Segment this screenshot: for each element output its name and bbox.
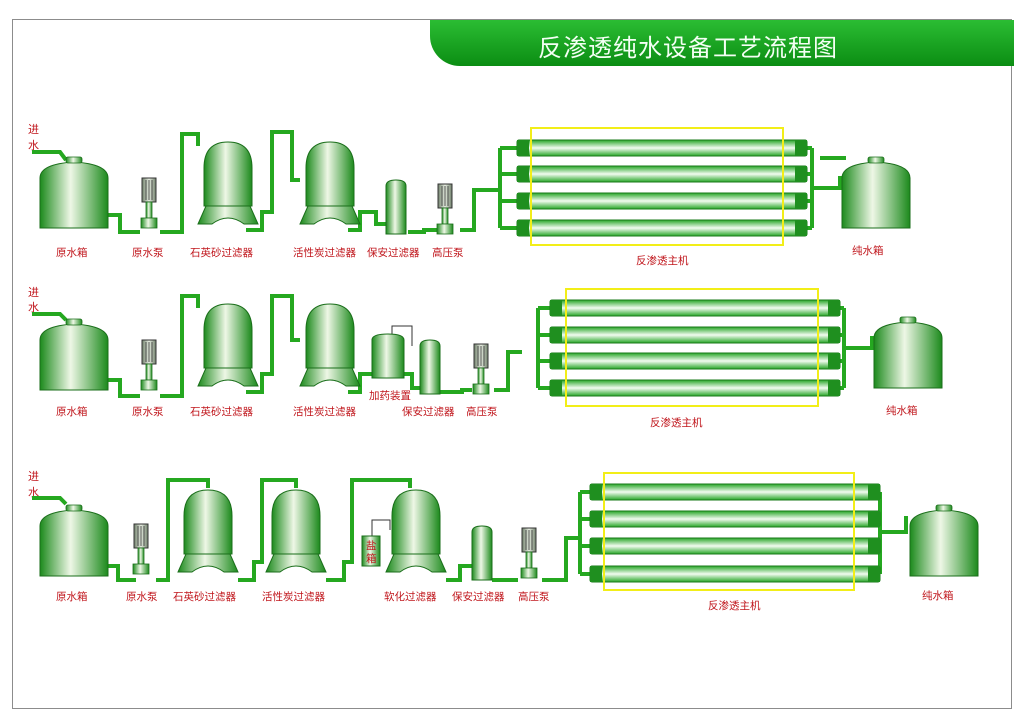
label-security-filter-3: 保安过滤器 bbox=[452, 590, 505, 603]
inlet-label-top-2: 进 bbox=[28, 286, 39, 299]
label-raw-pump-2: 原水泵 bbox=[132, 406, 164, 418]
raw-water-tank-1 bbox=[39, 156, 109, 229]
label-raw-pump-1: 原水泵 bbox=[132, 247, 164, 259]
pure-water-tank-1 bbox=[841, 156, 911, 229]
label-carbon-filter-2: 活性炭过滤器 bbox=[293, 405, 356, 418]
salt-box-label-bottom: 箱 bbox=[366, 552, 377, 565]
quartz-sand-filter-3 bbox=[177, 489, 239, 573]
ro-membrane-3a bbox=[589, 483, 881, 501]
label-raw-tank-2: 原水箱 bbox=[56, 405, 88, 418]
raw-water-tank-2 bbox=[39, 318, 109, 391]
raw-water-tank-3 bbox=[39, 504, 109, 577]
high-pressure-pump-3 bbox=[520, 527, 538, 579]
high-pressure-pump-2 bbox=[472, 343, 490, 395]
security-filter-2 bbox=[419, 339, 441, 395]
ro-unit-frame-2 bbox=[565, 288, 819, 407]
ro-membrane-1c bbox=[516, 192, 808, 210]
ro-membrane-2c bbox=[549, 352, 841, 370]
ro-membrane-3d bbox=[589, 565, 881, 583]
label-hp-pump-2: 高压泵 bbox=[466, 405, 498, 418]
label-carbon-filter-3: 活性炭过滤器 bbox=[262, 590, 325, 603]
salt-box-label-top: 盐 bbox=[366, 539, 377, 552]
ro-membrane-3b bbox=[589, 510, 881, 528]
ro-membrane-1b bbox=[516, 165, 808, 183]
activated-carbon-filter-3 bbox=[265, 489, 327, 573]
ro-membrane-1d bbox=[516, 219, 808, 237]
title-banner: 反渗透纯水设备工艺流程图 bbox=[430, 20, 1014, 66]
ro-unit-frame-1 bbox=[530, 127, 784, 246]
label-carbon-filter-1: 活性炭过滤器 bbox=[293, 246, 356, 259]
quartz-sand-filter-1 bbox=[197, 141, 259, 225]
label-ro-unit-2: 反渗透主机 bbox=[650, 416, 703, 429]
raw-water-pump-3 bbox=[132, 523, 150, 575]
label-dosing-2: 加药装置 bbox=[369, 389, 411, 402]
inlet-label-bottom-2: 水 bbox=[28, 301, 39, 314]
pure-water-tank-3 bbox=[909, 504, 979, 577]
inlet-label-top: 进 bbox=[28, 123, 39, 136]
label-raw-tank-3: 原水箱 bbox=[56, 590, 88, 603]
label-pure-tank-2: 纯水箱 bbox=[886, 404, 918, 417]
label-hp-pump-3: 高压泵 bbox=[518, 590, 550, 603]
dosing-device bbox=[371, 333, 405, 379]
activated-carbon-filter-1 bbox=[299, 141, 361, 225]
activated-carbon-filter-2 bbox=[299, 303, 361, 387]
label-sand-filter-1: 石英砂过滤器 bbox=[190, 246, 253, 259]
label-ro-unit-3: 反渗透主机 bbox=[708, 599, 761, 612]
pure-water-tank-2 bbox=[873, 316, 943, 389]
label-hp-pump-1: 高压泵 bbox=[432, 246, 464, 259]
label-security-filter-1: 保安过滤器 bbox=[367, 246, 420, 259]
diagram-title: 反渗透纯水设备工艺流程图 bbox=[538, 34, 838, 62]
high-pressure-pump-1 bbox=[436, 183, 454, 235]
ro-membrane-2a bbox=[549, 299, 841, 317]
ro-membrane-2b bbox=[549, 326, 841, 344]
diagram-frame bbox=[12, 19, 1012, 709]
process-3: 进 水 盐 箱 原水箱 原水泵 石英砂过滤器 活性炭 bbox=[28, 470, 979, 612]
label-pure-tank-3: 纯水箱 bbox=[922, 589, 954, 602]
inlet-label-bottom-3: 水 bbox=[28, 486, 39, 499]
security-filter-3 bbox=[471, 525, 493, 581]
inlet-label-bottom: 水 bbox=[28, 139, 39, 152]
label-ro-unit-1: 反渗透主机 bbox=[636, 254, 689, 267]
quartz-sand-filter-2 bbox=[197, 303, 259, 387]
ro-membrane-3c bbox=[589, 537, 881, 555]
label-sand-filter-2: 石英砂过滤器 bbox=[190, 405, 253, 418]
raw-water-pump-2 bbox=[140, 339, 158, 391]
label-security-filter-2: 保安过滤器 bbox=[402, 405, 455, 418]
label-sand-filter-3: 石英砂过滤器 bbox=[173, 590, 236, 603]
process-1: 进 水 原水箱 原水泵 石英砂过滤器 活性炭过滤器 保安过滤器 高压泵 反渗 bbox=[28, 123, 911, 267]
ro-membrane-2d bbox=[549, 379, 841, 397]
salt-box: 盐 箱 bbox=[361, 535, 381, 567]
label-raw-pump-3: 原水泵 bbox=[126, 591, 158, 603]
ro-membrane-1a bbox=[516, 139, 808, 157]
label-softener-3: 软化过滤器 bbox=[384, 590, 437, 603]
process-2: 进 水 原水箱 原水泵 石英砂过滤器 活性炭过滤器 加药装置 保安过滤器 bbox=[28, 286, 943, 429]
label-raw-tank-1: 原水箱 bbox=[56, 246, 88, 259]
label-pure-tank-1: 纯水箱 bbox=[852, 244, 884, 257]
raw-water-pump-1 bbox=[140, 177, 158, 229]
security-filter-1 bbox=[385, 179, 407, 235]
ro-unit-frame-3 bbox=[603, 472, 855, 591]
softener-filter-3 bbox=[385, 489, 447, 573]
inlet-label-top-3: 进 bbox=[28, 470, 39, 483]
